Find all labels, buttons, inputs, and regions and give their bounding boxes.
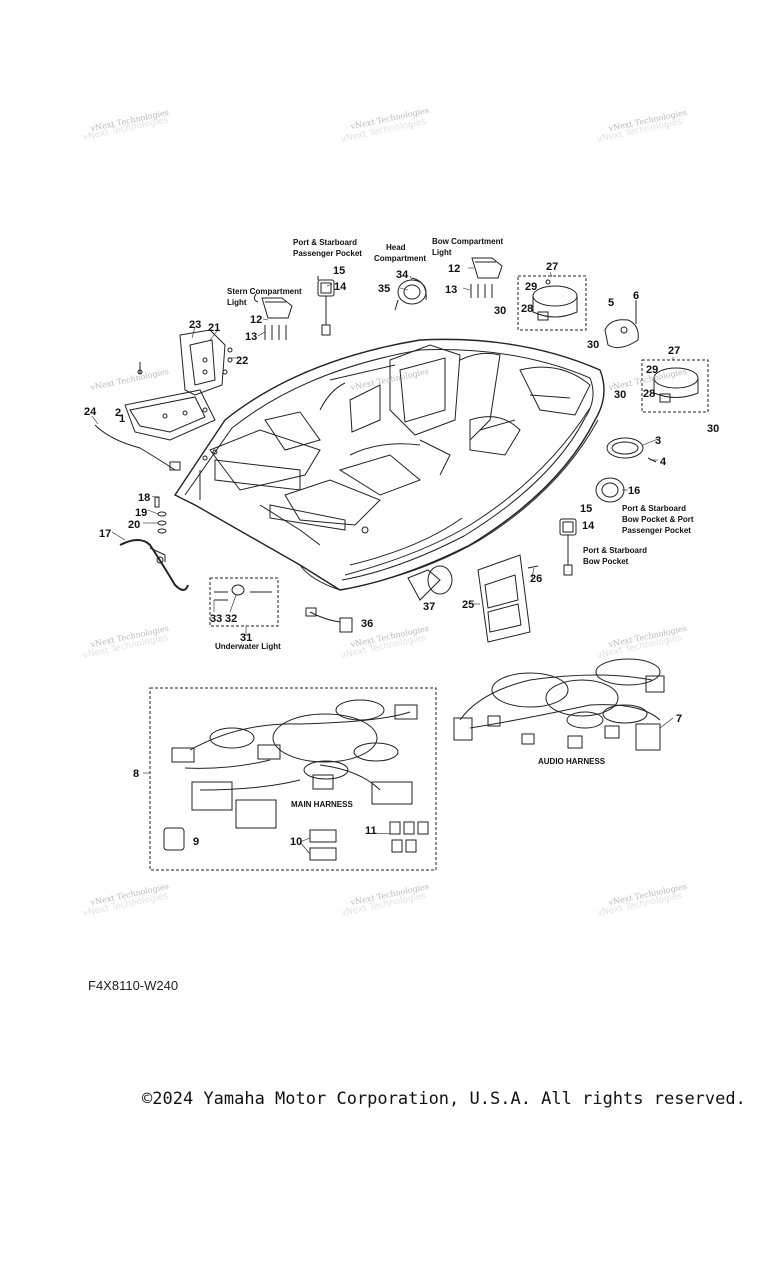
callout-3: 3 [655, 435, 661, 447]
callout-29b: 29 [646, 364, 658, 376]
callout-12a: 12 [250, 314, 262, 326]
callout-12b: 12 [448, 263, 460, 275]
label-head-compartment-1: Head [386, 243, 406, 252]
part-17-cable [119, 539, 189, 591]
part-34-35-speaker [394, 277, 427, 311]
label-stern-compartment-light-1: Stern Compartment [227, 287, 302, 296]
location-labels: Port & Starboard Passenger Pocket Head C… [215, 237, 694, 809]
part-11-fuses [389, 821, 429, 853]
callout-25: 25 [462, 599, 474, 611]
part-10-clips [309, 829, 337, 861]
callout-19: 19 [135, 507, 147, 519]
copyright-notice: ©2024 Yamaha Motor Corporation, U.S.A. A… [142, 1089, 746, 1109]
label-bow-pocket-port-2: Bow Pocket & Port [622, 515, 694, 524]
label-passenger-pocket-2: Passenger Pocket [293, 249, 362, 258]
callout-8: 8 [133, 768, 139, 780]
label-bow-compartment-light-2: Light [432, 248, 452, 257]
main-harness-box [149, 687, 437, 871]
label-underwater-light: Underwater Light [215, 642, 281, 651]
callout-14a: 14 [334, 281, 347, 293]
callout-28b: 28 [643, 388, 655, 400]
leader-lines [91, 267, 674, 855]
callout-35: 35 [378, 283, 390, 295]
label-bow-pocket-2: Bow Pocket [583, 557, 629, 566]
part-12-stern-light [253, 293, 293, 340]
callout-24: 24 [84, 406, 97, 418]
callout-14b: 14 [582, 520, 595, 532]
part-31-box [209, 577, 279, 627]
callout-33: 33 [210, 613, 222, 625]
part-36-connector [305, 607, 353, 633]
callout-5: 5 [608, 297, 614, 309]
callout-15b: 15 [580, 503, 592, 515]
part-12-bow-light [470, 257, 503, 298]
part-14-15-pocket-light [317, 276, 335, 336]
label-stern-compartment-light-2: Light [227, 298, 247, 307]
callout-34: 34 [396, 269, 409, 281]
callout-15a: 15 [333, 265, 345, 277]
callout-27b: 27 [668, 345, 680, 357]
callout-9: 9 [193, 836, 199, 848]
part-27-box-bow [641, 359, 709, 413]
label-main-harness: MAIN HARNESS [291, 800, 353, 809]
audio-harness-wiring [453, 658, 665, 751]
label-bow-pocket-1: Port & Starboard [583, 546, 647, 555]
callout-30c: 30 [614, 389, 626, 401]
part-27-box-top [517, 275, 587, 331]
label-bow-pocket-port-3: Passenger Pocket [622, 526, 691, 535]
callout-6: 6 [633, 290, 639, 302]
part-37-socket [407, 565, 453, 601]
callout-32: 32 [225, 613, 237, 625]
part-24-cable [94, 424, 181, 471]
callout-30b: 30 [587, 339, 599, 351]
callout-30a: 30 [494, 305, 506, 317]
callout-13a: 13 [245, 331, 257, 343]
label-head-compartment-2: Compartment [374, 254, 426, 263]
label-audio-harness: AUDIO HARNESS [538, 757, 606, 766]
callout-11: 11 [365, 825, 377, 837]
callout-20: 20 [128, 519, 140, 531]
callout-16: 16 [628, 485, 640, 497]
part-27-speaker-top [532, 279, 578, 321]
callout-13b: 13 [445, 284, 457, 296]
callout-37: 37 [423, 601, 435, 613]
part-5-cover [604, 300, 639, 349]
callout-27a: 27 [546, 261, 558, 273]
part-16-socket [595, 477, 625, 503]
callout-18: 18 [138, 492, 150, 504]
callout-numbers: 1 2 3 4 5 6 7 8 9 10 11 12 12 13 13 14 1… [84, 261, 719, 848]
callout-1: 1 [119, 413, 125, 425]
part-18-20-screws [154, 496, 167, 534]
part-14-15-bow-pocket-light [559, 518, 577, 576]
callout-22: 22 [236, 355, 248, 367]
callout-10: 10 [290, 836, 302, 848]
main-harness-wiring [171, 699, 418, 829]
part-27-speaker-bow [653, 367, 699, 403]
callout-23: 23 [189, 319, 201, 331]
boat-hull [173, 338, 605, 591]
callout-21: 21 [208, 322, 220, 334]
callout-31: 31 [240, 632, 252, 644]
callout-29a: 29 [525, 281, 537, 293]
part-9-relay [163, 827, 185, 851]
label-bow-compartment-light-1: Bow Compartment [432, 237, 503, 246]
callout-4: 4 [660, 456, 667, 468]
part-21-23-box [179, 329, 233, 396]
part-31-underwater-light [214, 584, 272, 601]
part-3-grille [606, 437, 657, 463]
part-2-bracket [124, 362, 216, 441]
callout-28a: 28 [521, 303, 533, 315]
callout-30d: 30 [707, 423, 719, 435]
callout-26: 26 [530, 573, 542, 585]
callout-7: 7 [676, 713, 682, 725]
callout-36: 36 [361, 618, 373, 630]
callout-17: 17 [99, 528, 111, 540]
drawing-code: F4X8110-W240 [88, 978, 179, 993]
label-bow-pocket-port-1: Port & Starboard [622, 504, 686, 513]
label-passenger-pocket-1: Port & Starboard [293, 238, 357, 247]
part-25-bracket [477, 554, 539, 643]
callout-2: 2 [115, 407, 121, 419]
